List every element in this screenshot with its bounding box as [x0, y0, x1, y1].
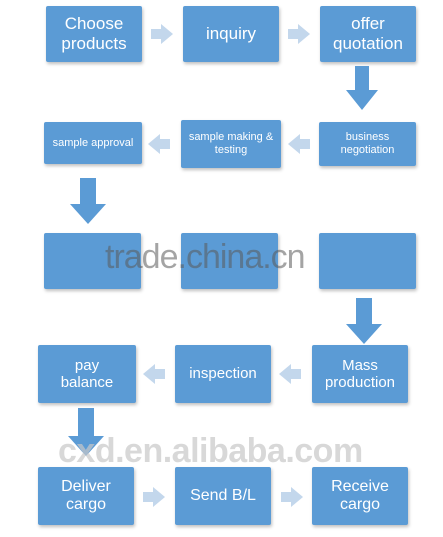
- step-label: Receive cargo: [331, 477, 389, 513]
- step-label: Deliver cargo: [61, 477, 111, 513]
- step-label: sample approval: [52, 136, 134, 149]
- step-inquiry: inquiry: [183, 6, 279, 62]
- step-label: Choose products: [61, 14, 127, 53]
- arrow-left-icon: [288, 134, 310, 154]
- step-receive-cargo: Receive cargo: [312, 467, 408, 525]
- step-label: sample making & testing: [188, 131, 274, 156]
- step-sample-approval: sample approval: [44, 122, 142, 164]
- step-inspection: inspection: [175, 345, 271, 403]
- step-send-bl: Send B/L: [175, 467, 271, 525]
- arrow-left-icon: [279, 364, 301, 384]
- step-deliver-cargo: Deliver cargo: [38, 467, 134, 525]
- step-offer-quotation: offer quotation: [320, 6, 416, 62]
- arrow-down-icon: [70, 178, 106, 224]
- step-business-negotiation: business negotiation: [319, 122, 416, 166]
- step-mass-production: Mass production: [312, 345, 408, 403]
- step-label: Send B/L: [190, 486, 256, 504]
- arrow-right-icon: [143, 487, 165, 507]
- arrow-right-icon: [151, 24, 173, 44]
- step-choose-products: Choose products: [46, 6, 142, 62]
- step-label: inspection: [189, 365, 257, 383]
- step-obscured-3: [319, 233, 416, 289]
- step-label: inquiry: [205, 24, 257, 44]
- arrow-left-icon: [143, 364, 165, 384]
- step-label: pay balance: [60, 356, 114, 391]
- step-obscured-1: [44, 233, 141, 289]
- arrow-down-icon: [68, 408, 104, 456]
- step-label: business negotiation: [340, 131, 395, 156]
- step-sample-making-testing: sample making & testing: [181, 120, 281, 168]
- arrow-down-icon: [346, 66, 378, 110]
- step-pay-balance: pay balance: [38, 345, 136, 403]
- arrow-left-icon: [148, 134, 170, 154]
- step-label: offer quotation: [333, 14, 403, 53]
- step-label: Mass production: [324, 356, 396, 391]
- arrow-right-icon: [288, 24, 310, 44]
- arrow-down-icon: [346, 298, 382, 344]
- arrow-right-icon: [281, 487, 303, 507]
- step-obscured-2: [181, 233, 278, 289]
